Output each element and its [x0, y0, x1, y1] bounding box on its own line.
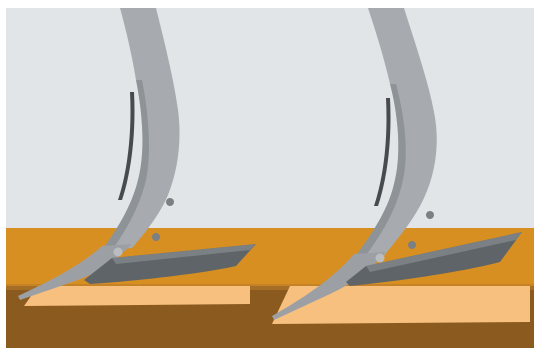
subsoiler-right — [272, 8, 522, 320]
shank-right-edge — [374, 98, 391, 206]
shin-right — [272, 252, 386, 320]
wing-left — [84, 244, 256, 284]
shank-left-shade — [102, 80, 149, 250]
shank-left-edge — [118, 92, 135, 200]
shank-left — [102, 8, 180, 250]
tilled-band-left — [24, 286, 250, 306]
bolt-left-shin — [113, 247, 123, 257]
sky-background — [6, 8, 534, 230]
soil-mid-shade — [6, 284, 534, 290]
shin-left — [18, 244, 132, 300]
bolt-right-lower — [408, 241, 416, 249]
bolt-right-shin — [375, 253, 385, 263]
bolt-left-upper — [166, 198, 174, 206]
wing-left-top — [112, 244, 256, 264]
shank-right-shade — [354, 84, 406, 258]
shank-right — [354, 8, 437, 258]
subsoiler-left — [18, 8, 256, 300]
tilled-band-right — [272, 286, 530, 324]
bolt-left-lower — [152, 233, 160, 241]
wing-right-top — [366, 232, 522, 272]
bolt-right-upper — [426, 211, 434, 219]
